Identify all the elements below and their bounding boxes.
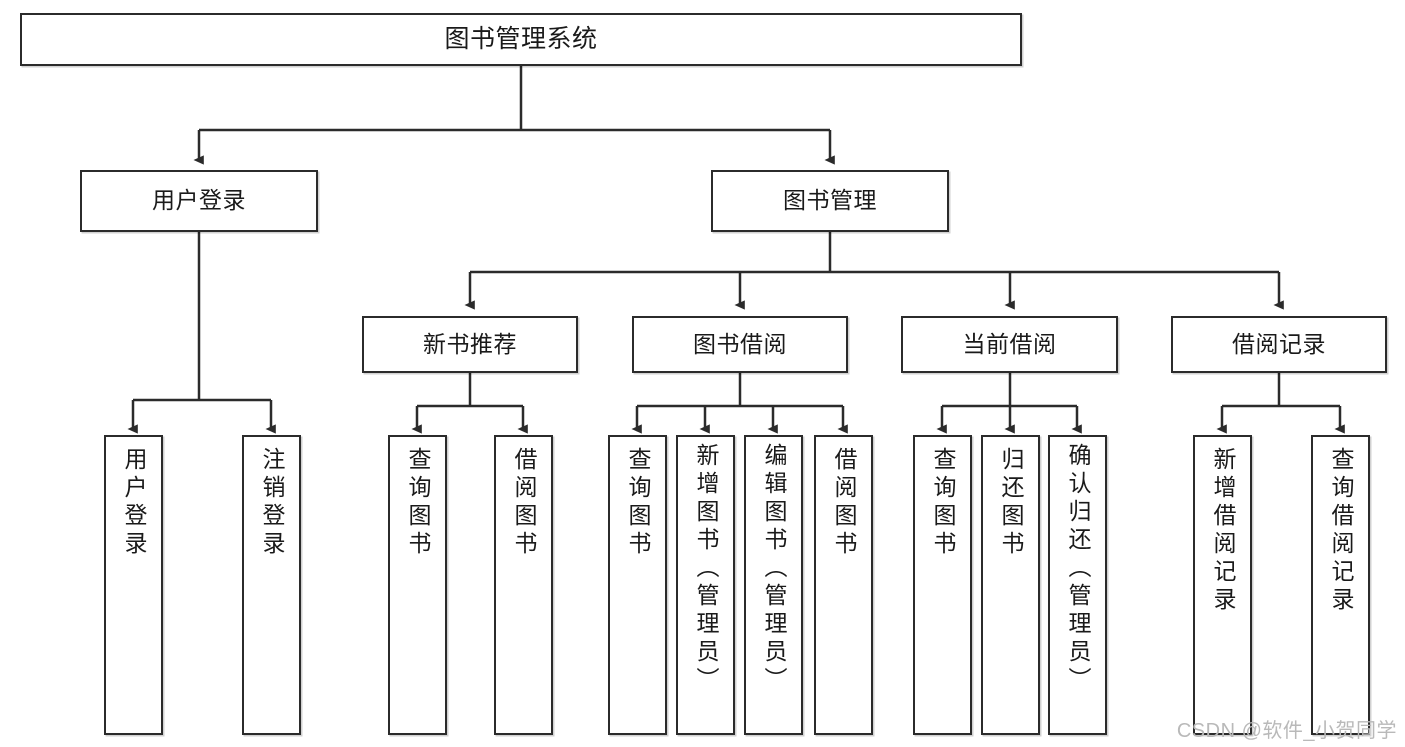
node-leaf-borrow-book-1[interactable]: 借阅图书 [494,435,553,735]
node-leaf-user-login[interactable]: 用户登录 [104,435,163,735]
node-leaf-query-book-2[interactable]: 查询图书 [608,435,667,735]
node-book-borrow[interactable]: 图书借阅 [632,316,848,373]
node-current-borrow[interactable]: 当前借阅 [901,316,1118,373]
node-root-label: 图书管理系统 [444,24,598,53]
node-leaf-user-login-label: 用户登录 [121,447,147,559]
node-leaf-query-book-1[interactable]: 查询图书 [388,435,447,735]
node-new-book-rec-label: 新书推荐 [423,330,517,357]
node-leaf-add-record-label: 新增借阅记录 [1210,447,1236,615]
node-leaf-confirm-return-label: 确认归还（管理员） [1065,443,1091,695]
node-leaf-query-book-2-label: 查询图书 [625,447,651,559]
node-leaf-query-book-3[interactable]: 查询图书 [913,435,972,735]
node-user-login-label: 用户登录 [152,187,246,214]
node-leaf-borrow-book-2[interactable]: 借阅图书 [814,435,873,735]
node-leaf-edit-book[interactable]: 编辑图书（管理员） [744,435,803,735]
node-leaf-query-book-3-label: 查询图书 [930,447,956,559]
node-leaf-logout-label: 注销登录 [259,447,285,559]
node-root[interactable]: 图书管理系统 [20,13,1022,66]
node-leaf-query-book-1-label: 查询图书 [405,447,431,559]
node-leaf-edit-book-label: 编辑图书（管理员） [761,443,787,695]
node-leaf-add-book[interactable]: 新增图书（管理员） [676,435,735,735]
node-leaf-logout[interactable]: 注销登录 [242,435,301,735]
node-leaf-return-book[interactable]: 归还图书 [981,435,1040,735]
watermark-text: CSDN @软件_小贺同学 [1176,720,1397,742]
node-leaf-query-record[interactable]: 查询借阅记录 [1311,435,1370,735]
node-leaf-borrow-book-1-label: 借阅图书 [511,447,537,559]
node-book-borrow-label: 图书借阅 [693,330,787,357]
node-current-borrow-label: 当前借阅 [962,330,1057,357]
node-user-login[interactable]: 用户登录 [80,170,318,232]
node-leaf-borrow-book-2-label: 借阅图书 [831,447,857,559]
node-leaf-add-book-label: 新增图书（管理员） [693,443,719,695]
node-new-book-rec[interactable]: 新书推荐 [362,316,578,373]
node-borrow-record-label: 借阅记录 [1232,330,1326,357]
node-leaf-confirm-return[interactable]: 确认归还（管理员） [1048,435,1107,735]
node-book-manage[interactable]: 图书管理 [711,170,949,232]
node-borrow-record[interactable]: 借阅记录 [1171,316,1387,373]
node-book-manage-label: 图书管理 [783,187,877,214]
node-leaf-add-record[interactable]: 新增借阅记录 [1193,435,1252,735]
node-leaf-return-book-label: 归还图书 [998,447,1024,559]
node-leaf-query-record-label: 查询借阅记录 [1328,447,1354,615]
